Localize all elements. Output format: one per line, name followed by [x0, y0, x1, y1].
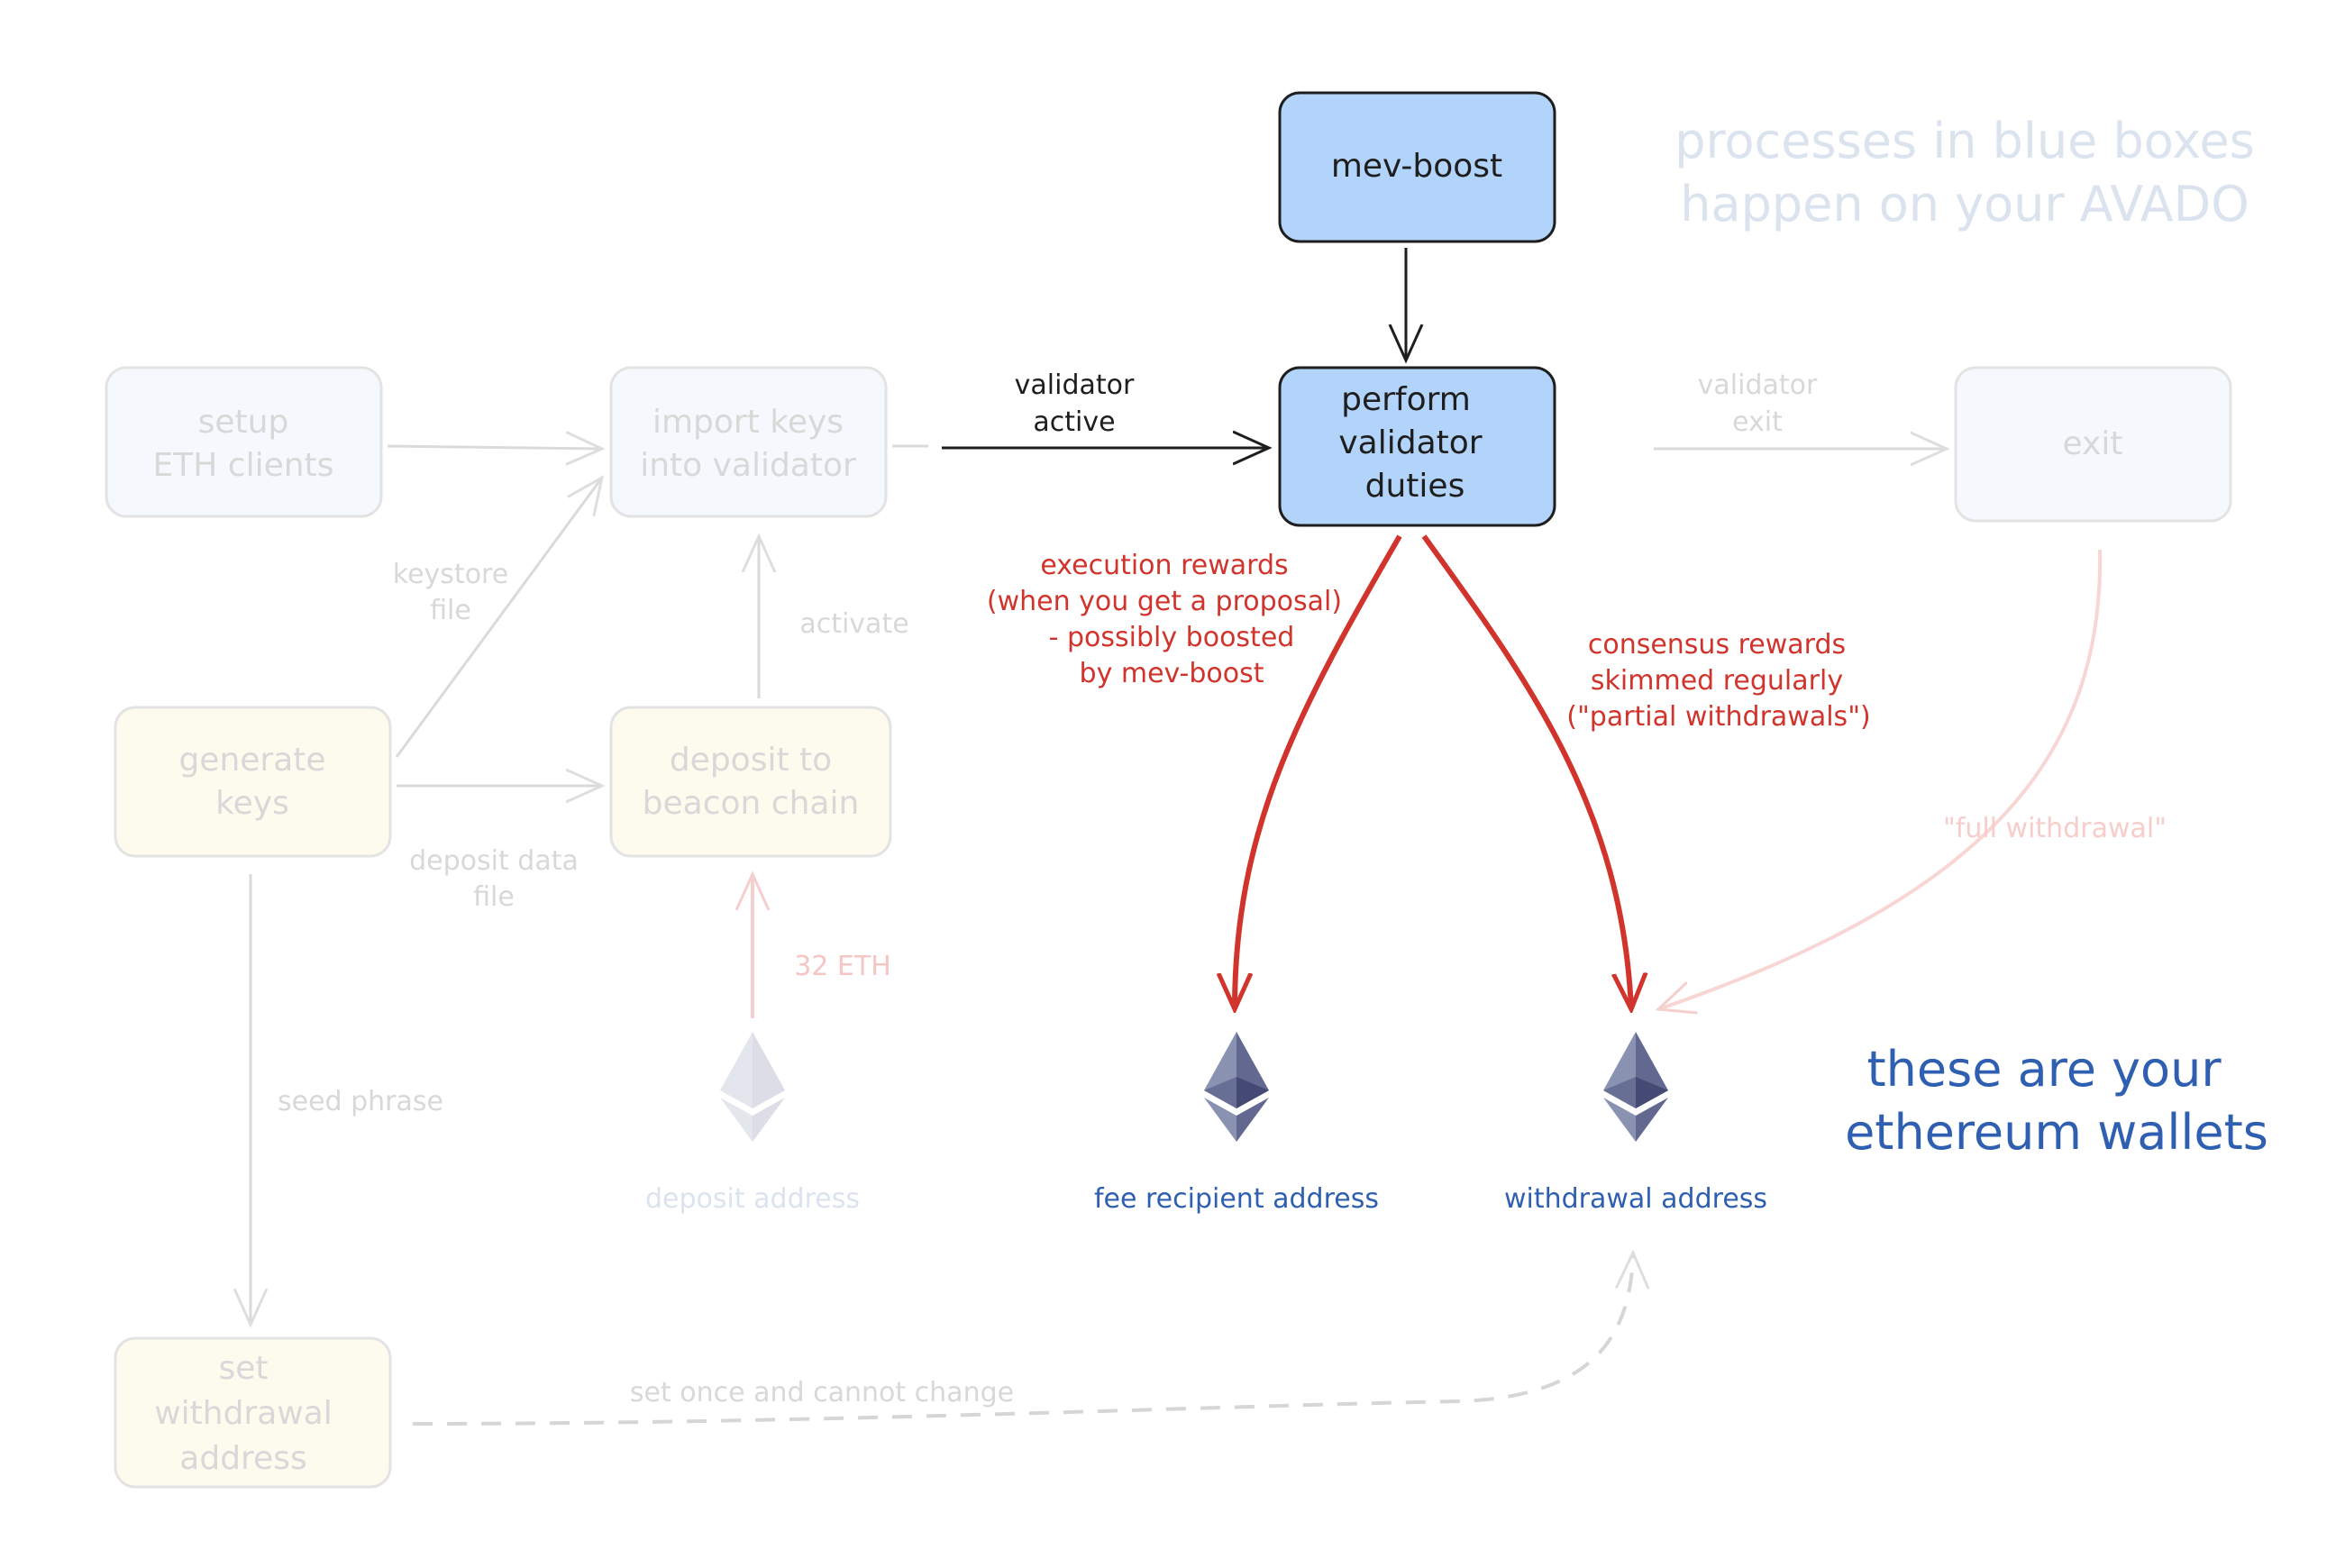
ethereum-icon	[1204, 1032, 1269, 1142]
consensus-rewards-line-2: skimmed regularly	[1591, 665, 1843, 697]
withdrawal-wallet: withdrawal address	[1504, 1032, 1767, 1215]
node-exit: exit	[1954, 366, 2232, 523]
node-import-keys: import keys into validator	[609, 366, 888, 518]
deposit-address-label: deposit address	[645, 1183, 860, 1215]
withdrawal-address-label: withdrawal address	[1504, 1183, 1767, 1215]
set-withdrawal-line-3: address	[179, 1440, 306, 1477]
active-connectors	[942, 248, 1631, 1009]
import-keys-line-2: into validator	[640, 447, 856, 484]
set-withdrawal-line-2: withdrawal	[154, 1395, 333, 1432]
deposit-data-line-1: deposit data	[409, 845, 579, 877]
ethereum-icon	[720, 1032, 785, 1142]
exit-label: exit	[2063, 425, 2123, 462]
setup-line-2: ETH clients	[153, 447, 334, 484]
thirty-two-eth-label: 32 ETH	[794, 951, 891, 982]
validator-active-line-2: active	[1033, 406, 1115, 438]
execution-rewards-line-4: by mev-boost	[1080, 658, 1264, 689]
seed-phrase-label: seed phrase	[278, 1086, 443, 1117]
node-set-withdrawal-address: set withdrawal address	[114, 1336, 392, 1489]
perform-duties-line-3: duties	[1365, 468, 1465, 505]
wallets-note-line-1: these are your	[1866, 1041, 2222, 1098]
deposit-line-1: deposit to	[670, 742, 832, 779]
node-setup-eth-clients: setup ETH clients	[105, 366, 383, 518]
execution-rewards-line-1: execution rewards	[1040, 550, 1288, 581]
mev-boost-label: mev-boost	[1331, 148, 1502, 185]
keystore-file-line-1: keystore	[393, 559, 508, 590]
fee-recipient-label: fee recipient address	[1094, 1183, 1379, 1215]
faint-connectors	[251, 446, 2103, 1426]
perform-duties-line-2: validator	[1338, 424, 1482, 461]
validator-active-line-1: validator	[1015, 369, 1135, 401]
ethereum-icon	[1603, 1032, 1668, 1142]
consensus-rewards-line-3: ("partial withdrawals")	[1566, 701, 1870, 733]
validator-exit-line-2: exit	[1732, 406, 1783, 438]
set-withdrawal-line-1: set	[218, 1350, 268, 1387]
fee-recipient-wallet: fee recipient address	[1094, 1032, 1379, 1215]
deposit-data-line-2: file	[473, 881, 515, 913]
node-deposit-beacon-chain: deposit to beacon chain	[609, 706, 892, 858]
import-keys-line-1: import keys	[652, 404, 844, 441]
legend-line-2: happen on your AVADO	[1680, 176, 2249, 232]
node-perform-validator-duties: perform validator duties	[1278, 366, 1556, 527]
legend-note: processes in blue boxes happen on your A…	[1674, 113, 2255, 232]
generate-keys-line-2: keys	[215, 785, 289, 822]
activate-label: activate	[799, 608, 908, 640]
execution-rewards-line-2: (when you get a proposal)	[987, 586, 1342, 617]
node-mev-boost: mev-boost	[1278, 91, 1556, 243]
execution-rewards-line-3: - possibly boosted	[1049, 622, 1295, 653]
deposit-line-2: beacon chain	[643, 785, 860, 822]
wallets-note-line-2: ethereum wallets	[1845, 1104, 2268, 1161]
setup-line-1: setup	[198, 404, 289, 441]
keystore-file-line-2: file	[430, 595, 471, 626]
perform-duties-line-1: perform	[1341, 381, 1471, 418]
deposit-address-wallet: deposit address	[645, 1032, 860, 1215]
edge-labels: validator active validator exit keystore…	[278, 369, 2167, 1408]
wallets-note: these are your ethereum wallets	[1845, 1041, 2268, 1161]
node-generate-keys: generate keys	[114, 706, 392, 858]
legend-line-1: processes in blue boxes	[1674, 113, 2255, 169]
generate-keys-line-1: generate	[178, 742, 325, 779]
validator-exit-line-1: validator	[1698, 369, 1818, 401]
consensus-rewards-line-1: consensus rewards	[1588, 629, 1846, 661]
set-once-label: set once and cannot change	[630, 1377, 1014, 1408]
full-withdrawal-label: "full withdrawal"	[1943, 813, 2167, 844]
